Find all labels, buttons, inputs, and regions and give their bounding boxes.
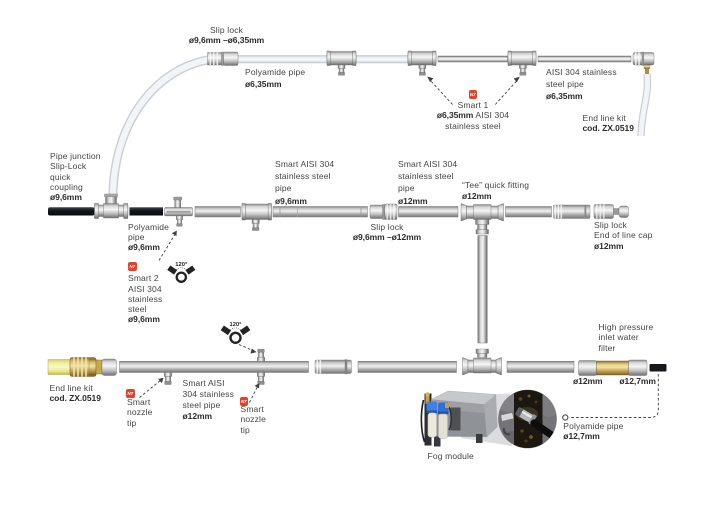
svg-text:120°: 120° [230,322,243,328]
svg-text:120°: 120° [175,262,188,268]
